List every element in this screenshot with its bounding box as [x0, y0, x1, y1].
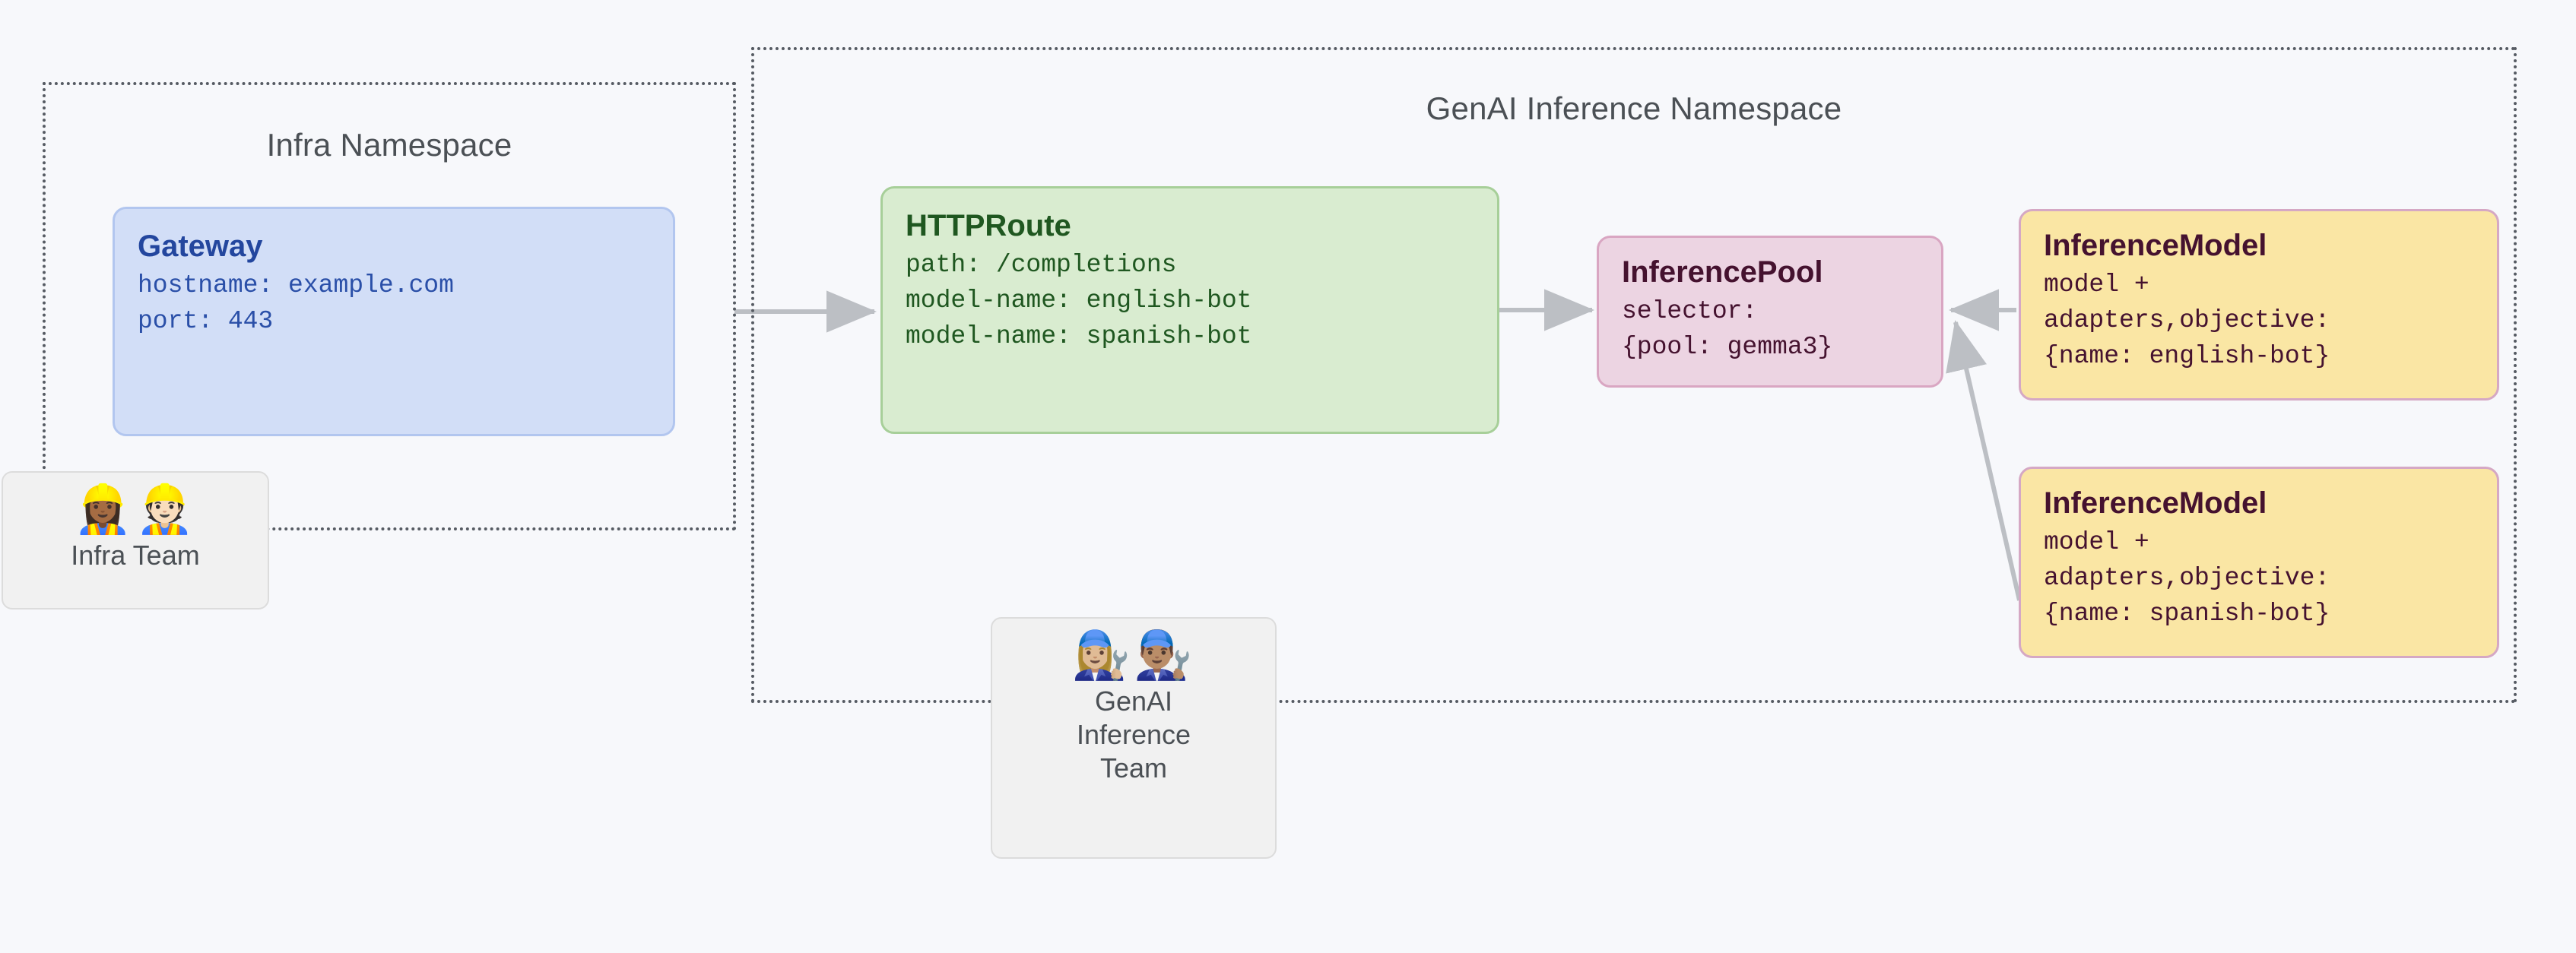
- team-badge-infra[interactable]: 👷🏾‍♀️👷🏻 Infra Team: [2, 471, 269, 609]
- node-inferencemodel-english[interactable]: InferenceModel model + adapters,objectiv…: [2019, 209, 2499, 401]
- node-inferencemodel-spanish-line-3: {name: spanish-bot}: [2044, 599, 2330, 628]
- infra-team-emoji: 👷🏾‍♀️👷🏻: [73, 483, 198, 536]
- node-httproute-line-2: model-name: english-bot: [906, 286, 1252, 315]
- node-inferencemodel-spanish[interactable]: InferenceModel model + adapters,objectiv…: [2019, 467, 2499, 658]
- node-inferencemodel-spanish-title: InferenceModel: [2044, 486, 2267, 520]
- node-gateway[interactable]: Gateway hostname: example.com port: 443: [113, 207, 675, 436]
- node-httproute-line-1: path: /completions: [906, 251, 1177, 279]
- node-inferencepool-line-1: selector:: [1622, 297, 1758, 325]
- node-inferencepool-line-2: {pool: gemma3}: [1622, 332, 1833, 361]
- namespace-infra: [43, 82, 736, 530]
- node-gateway-line-2: port: 443: [138, 306, 274, 335]
- node-inferencepool-title: InferencePool: [1622, 255, 1823, 289]
- node-inferencepool[interactable]: InferencePool selector: {pool: gemma3}: [1597, 236, 1943, 388]
- node-inferencemodel-english-title: InferenceModel: [2044, 229, 2267, 262]
- node-httproute-title: HTTPRoute: [906, 209, 1071, 242]
- node-gateway-line-1: hostname: example.com: [138, 271, 454, 299]
- node-gateway-title: Gateway: [138, 230, 263, 263]
- genai-inference-team-label: GenAI Inference Team: [1076, 685, 1191, 784]
- namespace-genai-inference: [751, 47, 2517, 703]
- node-inferencemodel-english-line-1: model +: [2044, 271, 2149, 299]
- node-inferencemodel-spanish-line-1: model +: [2044, 528, 2149, 556]
- namespace-infra-title: Infra Namespace: [266, 127, 512, 163]
- node-httproute[interactable]: HTTPRoute path: /completions model-name:…: [880, 186, 1499, 434]
- node-inferencemodel-spanish-line-2: adapters,objective:: [2044, 563, 2330, 592]
- genai-inference-team-emoji: 👩🏼‍🔧👨🏽‍🔧: [1071, 629, 1196, 682]
- namespace-genai-inference-title: GenAI Inference Namespace: [1426, 90, 1842, 126]
- infra-team-label: Infra Team: [71, 540, 200, 571]
- node-inferencemodel-english-line-2: adapters,objective:: [2044, 306, 2330, 334]
- team-badge-genai-inference[interactable]: 👩🏼‍🔧👨🏽‍🔧 GenAI Inference Team: [991, 617, 1277, 859]
- node-inferencemodel-english-line-3: {name: english-bot}: [2044, 341, 2330, 370]
- node-httproute-line-3: model-name: spanish-bot: [906, 321, 1252, 350]
